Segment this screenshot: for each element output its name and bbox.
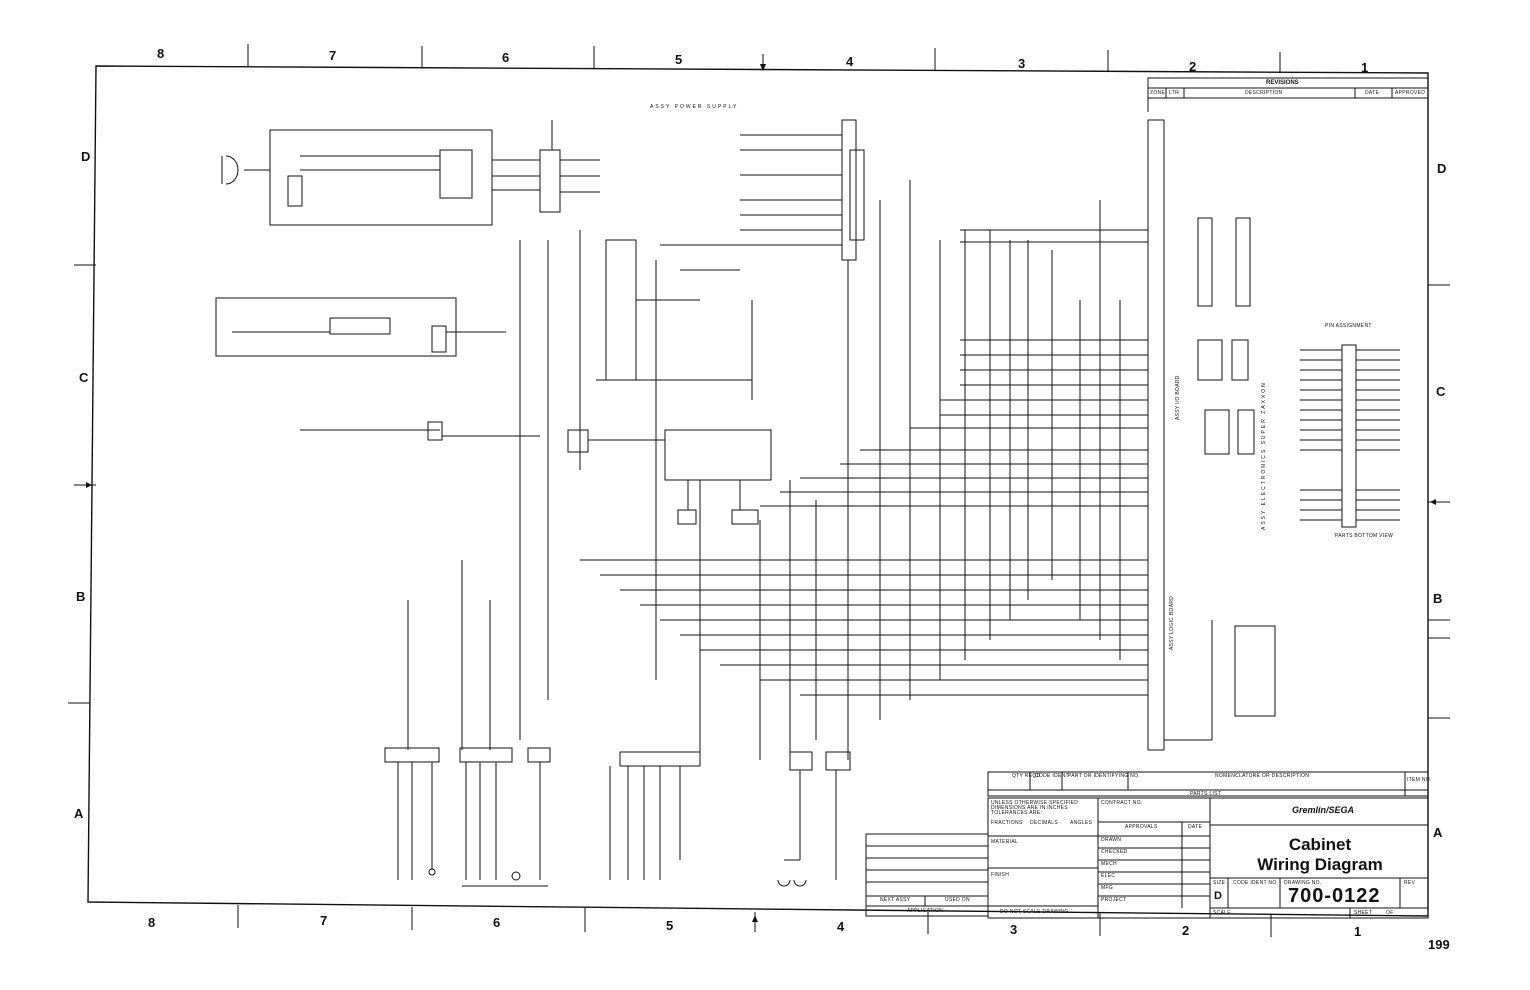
revisions-title: REVISIONS — [1266, 80, 1299, 86]
tb-row-project: PROJECT — [1101, 897, 1127, 903]
tb-fractions: FRACTIONS — [991, 820, 1023, 826]
tb-drawing-no-label: DRAWING NO. — [1284, 880, 1322, 886]
tb-part-no: PART OR IDENTIFYING NO. — [1068, 773, 1140, 779]
tb-item-no: ITEM NO. — [1407, 777, 1432, 783]
page-number: 199 — [1428, 937, 1450, 952]
tb-code-ident-no: CODE IDENT NO. — [1233, 880, 1279, 886]
rev-col-date: DATE — [1365, 90, 1380, 96]
tb-used-on: USED ON — [945, 897, 970, 903]
io-board-label: ASSY I/O BOARD — [1175, 375, 1181, 420]
zone-top-5: 5 — [675, 52, 683, 67]
tb-code-ident: CODE IDENT — [1035, 773, 1069, 779]
logic-board-label: ASSY LOGIC BOARD — [1169, 595, 1175, 650]
zone-bottom-5: 5 — [666, 918, 674, 933]
rev-col-ltr: LTR — [1169, 90, 1179, 96]
zone-top-3: 3 — [1018, 56, 1026, 71]
drawing-title-line2: Wiring Diagram — [1257, 855, 1383, 874]
tb-do-not-scale: DO NOT SCALE DRAWING — [1000, 909, 1069, 915]
tb-finish: FINISH — [991, 872, 1010, 878]
zone-right-c: C — [1436, 384, 1446, 399]
zone-bottom-1: 1 — [1354, 924, 1362, 939]
electronics-label: ASSY ELECTRONICS SUPER ZAXXON — [1261, 381, 1267, 530]
zone-bottom-3: 3 — [1010, 922, 1018, 937]
zone-bottom-6: 6 — [493, 915, 501, 930]
zone-top-6: 6 — [502, 50, 510, 65]
drawing-number: 700-0122 — [1288, 885, 1381, 907]
zone-left-b: B — [76, 589, 86, 604]
tb-row-mfg: MFG — [1101, 885, 1114, 891]
zone-bottom-7: 7 — [320, 913, 328, 928]
zone-right-b: B — [1433, 591, 1443, 606]
tb-approvals: APPROVALS — [1125, 824, 1158, 830]
tb-row-checked: CHECKED — [1101, 849, 1128, 855]
tb-angles: ANGLES — [1070, 820, 1093, 826]
zone-right-d: D — [1437, 161, 1447, 176]
tb-sheet: SHEET — [1354, 910, 1373, 916]
rev-col-approved: APPROVED — [1395, 90, 1426, 96]
tb-decimals: DECIMALS — [1030, 820, 1058, 826]
zone-bottom-4: 4 — [837, 919, 845, 934]
rev-col-description: DESCRIPTION — [1245, 90, 1283, 96]
tb-contract-no: CONTRACT NO. — [1101, 800, 1143, 806]
tb-next-assy: NEXT ASSY — [880, 897, 911, 903]
zone-top-2: 2 — [1189, 59, 1197, 74]
zone-bottom-2: 2 — [1182, 923, 1190, 938]
tb-size: D — [1214, 890, 1222, 902]
tb-date: DATE — [1188, 824, 1203, 830]
tb-of: OF — [1386, 910, 1394, 916]
zone-left-d: D — [81, 149, 91, 164]
tb-application: APPLICATION — [907, 908, 943, 914]
zone-bottom-8: 8 — [148, 915, 156, 930]
tb-tolerances: UNLESS OTHERWISE SPECIFIED DIMENSIONS AR… — [991, 800, 1079, 816]
tb-nomenclature: NOMENCLATURE OR DESCRIPTION — [1215, 773, 1310, 779]
zone-right-a: A — [1433, 825, 1443, 840]
tb-scale: SCALE — [1213, 910, 1231, 916]
tb-rev-label: REV — [1404, 880, 1416, 886]
zone-left-c: C — [79, 370, 89, 385]
zone-left-a: A — [74, 806, 84, 821]
zone-top-4: 4 — [846, 54, 854, 69]
tb-row-elec: ELEC — [1101, 873, 1116, 879]
tb-row-drawn: DRAWN — [1101, 837, 1122, 843]
parts-bottom-label: PARTS BOTTOM VIEW — [1335, 533, 1394, 539]
power-supply-label: ASSY POWER SUPPLY — [650, 104, 739, 110]
tb-parts-list: PARTS LIST — [1190, 791, 1222, 797]
zone-top-1: 1 — [1361, 60, 1369, 75]
tb-size-label: SIZE — [1213, 880, 1226, 886]
rev-col-zone: ZONE — [1150, 90, 1166, 96]
tb-qty-reqd: QTY REQD — [1012, 773, 1041, 779]
zone-top-8: 8 — [157, 46, 165, 61]
company-logo: Gremlin/SEGA — [1292, 805, 1355, 815]
drawing-title-line1: Cabinet — [1288, 835, 1352, 854]
tb-material: MATERIAL — [991, 839, 1019, 845]
tb-row-mech: MECH — [1101, 861, 1117, 867]
pin-assignment-label: PIN ASSIGNMENT — [1325, 323, 1372, 329]
zone-top-7: 7 — [329, 48, 337, 63]
